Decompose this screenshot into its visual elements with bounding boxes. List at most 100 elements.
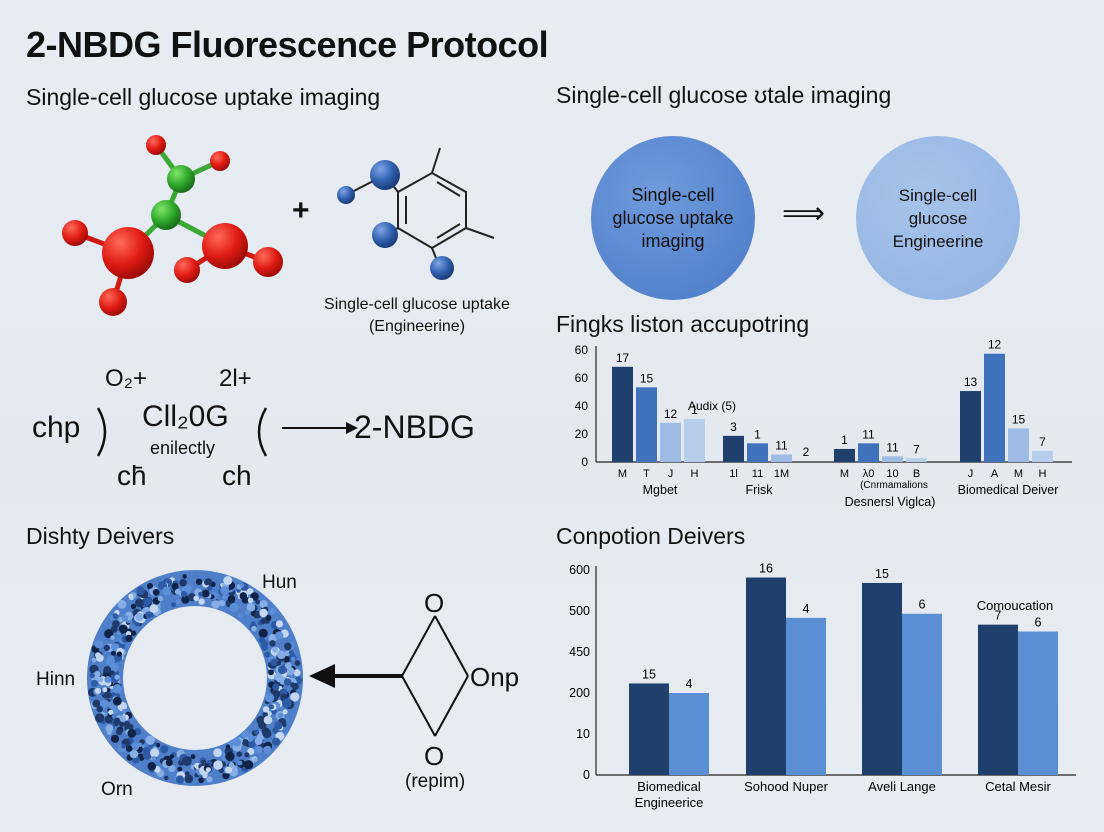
label-repim: (repim) (405, 771, 466, 792)
chart1-x-tick: T (643, 468, 650, 480)
chart2-bar-label: 15 (642, 667, 656, 681)
eq-ch-right: ch (222, 460, 252, 491)
ring-dot (290, 692, 300, 702)
ring-dot (222, 771, 230, 780)
ring-dot (104, 676, 112, 683)
ring-dot (135, 612, 144, 622)
ring-dot (118, 624, 128, 634)
circle-engineerine: Single-cell glucose Engineerine (856, 136, 1020, 300)
ring-dot (198, 777, 204, 784)
chart1-bar-label: 15 (640, 371, 654, 385)
chart2-bar-label: 16 (759, 562, 773, 576)
ring-dot (137, 742, 143, 748)
ring-dot (144, 597, 153, 605)
ring-dot (198, 591, 203, 597)
ring-dot (112, 620, 120, 628)
ring-dot (256, 715, 266, 725)
ring-dot (259, 608, 268, 618)
ring-dot (225, 766, 232, 774)
chart1-bar-label: 12 (988, 340, 1002, 352)
ring-dot (241, 739, 249, 746)
chart1-bar-label: 7 (913, 442, 920, 456)
ring-dot (259, 600, 268, 609)
chart1-x-tick: J (668, 468, 674, 480)
eq-arrow-icon (282, 422, 358, 434)
ring-dot (227, 595, 236, 603)
ring-dot (265, 693, 275, 703)
molecule-2-ring (345, 147, 495, 269)
ring-dot (262, 728, 272, 739)
eq-product: 2-NBDG (354, 409, 475, 445)
ring-dot (182, 756, 192, 766)
chart2-category-label: Cetal Mesir (985, 779, 1051, 794)
ring-dot (92, 699, 101, 708)
ring-dot (254, 737, 263, 745)
ring-dot (291, 683, 299, 690)
ring-dot (286, 667, 295, 676)
ring-dot (121, 743, 126, 749)
chart1-bar (906, 458, 927, 462)
ring-dot (198, 598, 205, 605)
ring-dot (147, 582, 153, 589)
ring-dot (96, 654, 104, 662)
left-arrow-icon (309, 664, 335, 688)
chart2-y-tick: 450 (569, 645, 590, 659)
label-o-top: O (424, 588, 445, 618)
chart2-y-tick: 10 (576, 727, 590, 741)
chart2-bar-label: 6 (1035, 616, 1042, 630)
chart2-bar-label: 15 (875, 567, 889, 581)
ring-dot (207, 585, 213, 591)
chart2-bar-label: 4 (803, 602, 810, 616)
ring-dot (175, 775, 184, 784)
ring-dot (122, 708, 127, 714)
ring-dot (135, 598, 144, 608)
ring-dot (225, 744, 230, 749)
chart2-y-tick: 500 (569, 604, 590, 618)
ring-dot (127, 728, 137, 738)
ring-dot (108, 709, 114, 715)
chart2-category-label: Sohood Nuper (744, 779, 829, 794)
ring-dot (275, 620, 284, 628)
ring-dot (126, 723, 134, 731)
chart1-bar (684, 419, 705, 462)
chart1-heading: Fingks liston accupotring (556, 311, 810, 337)
ring-dot (220, 586, 230, 595)
page-title: 2-NBDG Fluorescence Protocol (26, 24, 549, 65)
ring-dot (110, 635, 115, 640)
chart2-bar (978, 624, 1018, 775)
ring-dot (265, 614, 272, 621)
ring-dot (213, 760, 223, 770)
chart2-y-tick: 200 (569, 686, 590, 700)
ring-dot (112, 613, 119, 619)
ring-dot (164, 775, 169, 781)
chart1-group-label: Biomedical Deiver (958, 483, 1059, 497)
chart2-bar (862, 582, 902, 775)
ring-dot (278, 665, 287, 675)
ring-dot (96, 705, 103, 713)
chart1-group-sublabel: (Cnrmamalions (860, 480, 928, 491)
circle2-line: Single-cell (898, 185, 978, 205)
chart1-x-tick: H (1039, 468, 1047, 480)
ring-dot (149, 604, 159, 613)
chart1-bar (984, 353, 1005, 462)
molecule-illustration (62, 135, 495, 316)
chart1-x-tick: 1l (729, 468, 738, 480)
ring-dot (94, 687, 102, 694)
ring-dot (142, 750, 153, 760)
chart1-y-tick: 40 (575, 399, 589, 413)
chart1-bar-label: 3 (730, 420, 737, 434)
ring-dot (232, 737, 241, 747)
chart1-x-tick: M (840, 468, 849, 480)
ring-dot (269, 607, 276, 615)
ring-dot (247, 747, 255, 756)
ring-dot (91, 657, 97, 663)
ring-dot (165, 759, 173, 767)
bottom-left-heading: Dishty Deivers (26, 523, 175, 549)
circle-uptake-imaging: Single-cell glucose uptake imaging (591, 136, 755, 300)
ring-dot (103, 644, 110, 651)
ring-dot (128, 593, 134, 599)
chart1-y-tick: 20 (575, 427, 589, 441)
chart1-group-label: Desnersl Viglca) (845, 495, 936, 509)
cell-ring-diagram (87, 570, 303, 786)
chart2-bar-label: 6 (919, 598, 926, 612)
